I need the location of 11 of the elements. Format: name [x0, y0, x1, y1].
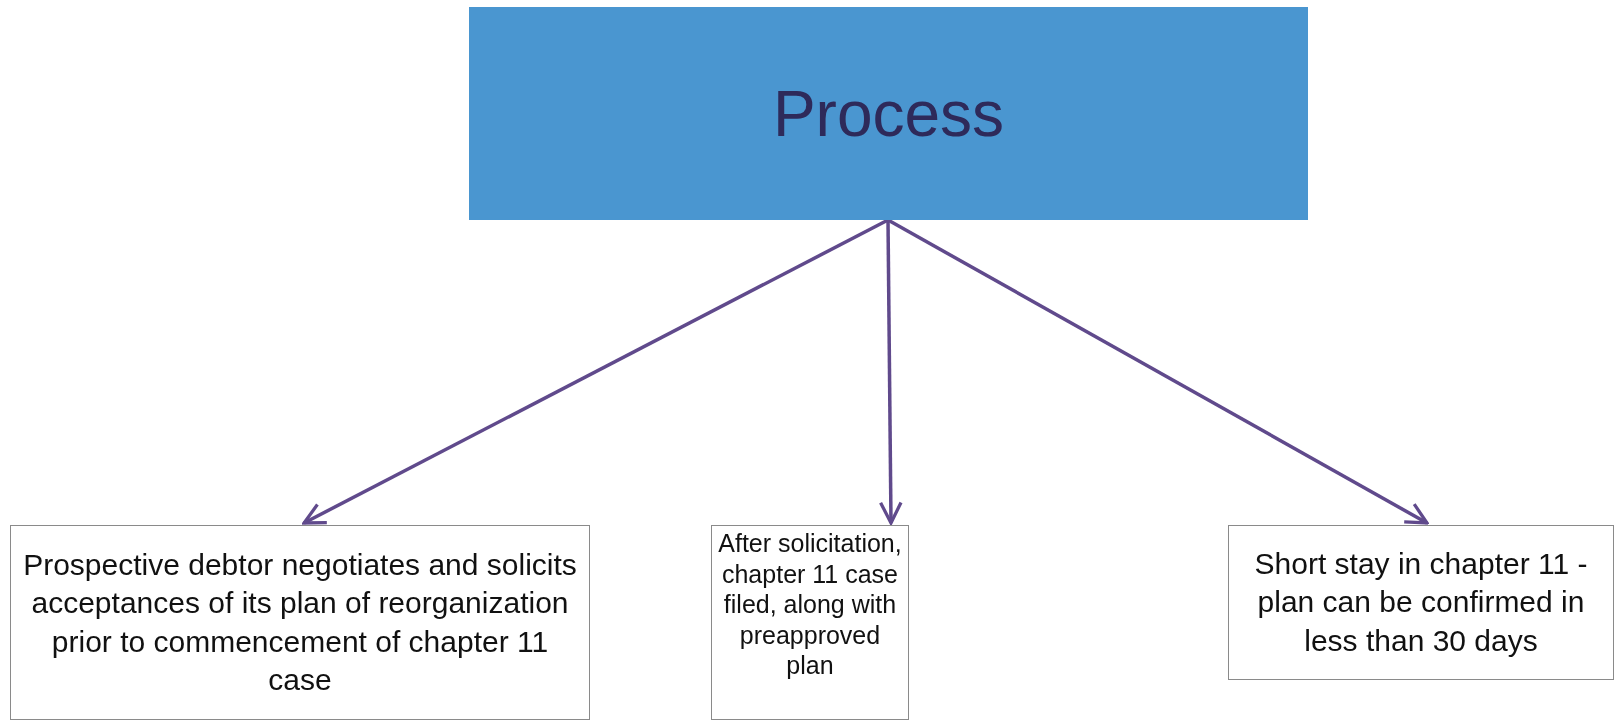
arrow	[302, 218, 889, 525]
step-text: After solicitation, chapter 11 case filed, along with preapproved plan	[717, 528, 903, 681]
process-box	[1228, 525, 1614, 680]
title-text: Process	[772, 76, 1005, 151]
arrow	[887, 218, 1429, 525]
process-box	[10, 525, 590, 720]
arrow	[878, 220, 903, 525]
process-box	[711, 525, 909, 720]
step-text: Short stay in chapter 11 - plan can be confirmed in less than 30 days	[1253, 546, 1589, 659]
title-box	[469, 7, 1308, 220]
step-text: Prospective debtor negotiates and solicits acceptances of its plan of reorganization prior to commencement of chapter 11 case	[22, 547, 578, 698]
